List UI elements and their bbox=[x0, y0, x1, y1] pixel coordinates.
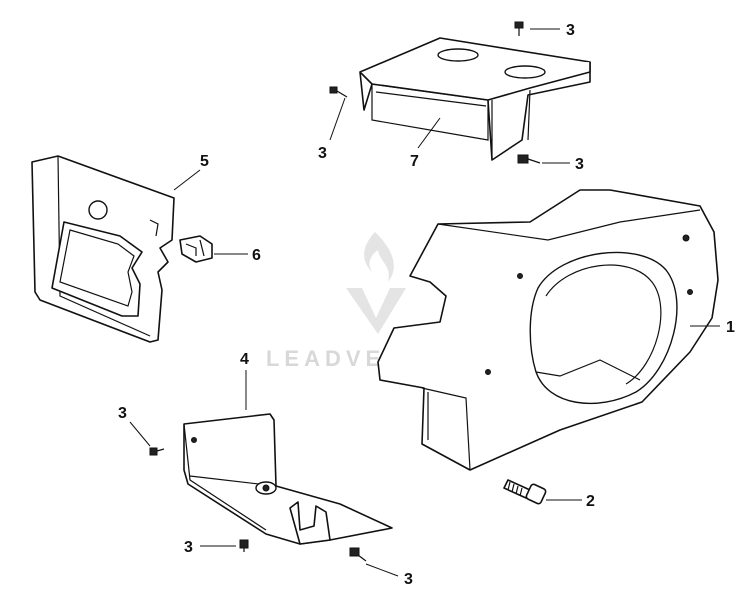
part-6-clip bbox=[179, 235, 213, 263]
callout-7: 7 bbox=[410, 153, 419, 170]
part-5-side-plate bbox=[31, 155, 175, 343]
callout-6: 6 bbox=[252, 247, 261, 264]
callout-3-bottom: 3 bbox=[404, 571, 413, 588]
part-5-hole bbox=[88, 200, 108, 220]
callout-3-top-left: 3 bbox=[318, 145, 327, 162]
watermark-v-icon bbox=[346, 288, 406, 334]
part-3-screw-top-left bbox=[329, 86, 348, 98]
part-4-bottom-shield bbox=[183, 413, 393, 545]
part-3-screw-bottom bbox=[349, 547, 367, 562]
part-2-bolt bbox=[503, 479, 547, 505]
leader-lines bbox=[129, 28, 720, 577]
callout-3-bottom-left: 3 bbox=[184, 539, 193, 556]
callout-5: 5 bbox=[200, 153, 209, 170]
callout-4: 4 bbox=[240, 351, 249, 368]
callout-3-top-right: 3 bbox=[566, 22, 575, 39]
part-1-blower-housing bbox=[377, 189, 719, 471]
part-7-hole-left bbox=[437, 48, 479, 62]
part-3-screw-left bbox=[149, 447, 165, 456]
part-3-screw-mid-right bbox=[517, 154, 541, 164]
part-3-screw-top-right bbox=[514, 21, 524, 36]
part-3-screw-bottom-left bbox=[239, 539, 249, 552]
watermark-flame-icon bbox=[364, 232, 394, 282]
callout-3-mid-right: 3 bbox=[575, 156, 584, 173]
part-7-hole-right bbox=[504, 65, 546, 79]
part-7-top-shroud bbox=[359, 37, 591, 161]
callout-3-left: 3 bbox=[118, 405, 127, 422]
callouts: 3 3 7 3 5 6 1 4 3 2 3 3 bbox=[118, 22, 735, 588]
callout-2: 2 bbox=[586, 493, 595, 510]
callout-1: 1 bbox=[726, 319, 735, 336]
